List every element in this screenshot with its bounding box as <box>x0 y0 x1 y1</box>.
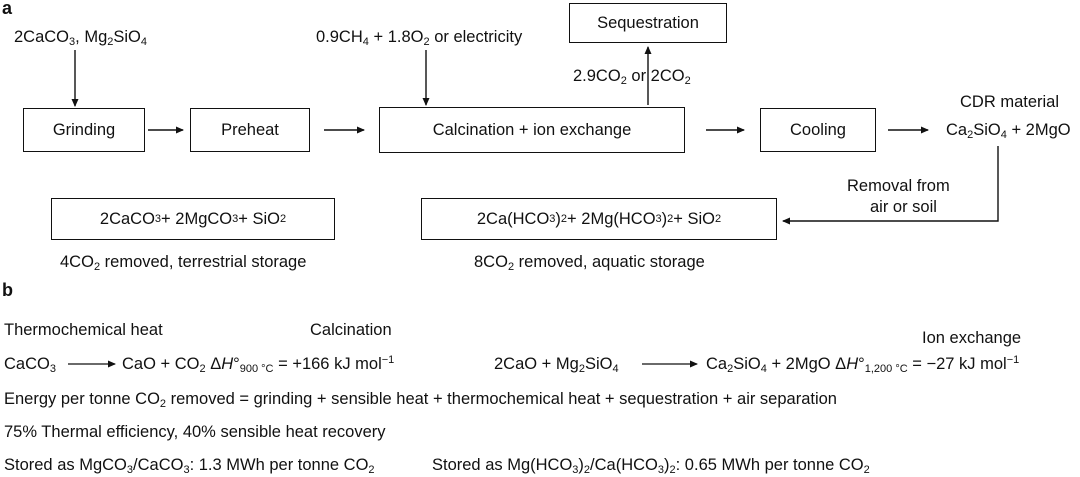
thermochemical-heat-label: Thermochemical heat <box>4 321 163 339</box>
grinding-box: Grinding <box>23 108 145 152</box>
ion-exchange-title: Ion exchange <box>922 329 1022 347</box>
efficiency-line: 75% Thermal efficiency, 40% sensible hea… <box>4 423 386 441</box>
panel-label-b: b <box>2 280 13 300</box>
stored-bicarbonate-line: Stored as Mg(HCO3)2/Ca(HCO3)2: 0.65 MWh … <box>432 456 870 476</box>
input-minerals-label: 2CaCO3, Mg2SiO4 <box>14 28 148 48</box>
removal-label-line1: Removal from <box>847 177 950 195</box>
co2-output-label: 2.9CO2 or 2CO2 <box>573 67 691 87</box>
panel-label-a: a <box>2 0 13 18</box>
arrow-cdr-to-aquatic <box>782 146 999 225</box>
ion-exchange-reactant: 2CaO + Mg2SiO4 <box>494 355 619 375</box>
preheat-box: Preheat <box>190 108 310 152</box>
terrestrial-caption: 4CO2 removed, terrestrial storage <box>60 253 307 273</box>
calcination-equation: CaO + CO2 ΔH°900 °C = +166 kJ mol−1 <box>122 354 395 375</box>
ion-exchange-equation: Ca2SiO4 + 2MgO ΔH°1,200 °C = −27 kJ mol−… <box>706 354 1020 375</box>
input-energy-label: 0.9CH4 + 1.8O2 or electricity <box>316 28 523 48</box>
energy-per-tonne-line: Energy per tonne CO2 removed = grinding … <box>4 390 837 410</box>
sequestration-box: Sequestration <box>569 3 727 43</box>
stored-carbonate-line: Stored as MgCO3/CaCO3: 1.3 MWh per tonne… <box>4 456 375 476</box>
cdr-material-formula: Ca2SiO4 + 2MgO <box>946 121 1071 141</box>
removal-label-line2: air or soil <box>870 198 937 216</box>
aquatic-caption: 8CO2 removed, aquatic storage <box>474 253 705 273</box>
calcination-title: Calcination <box>310 321 392 339</box>
calcination-reactant: CaCO3 <box>4 355 56 375</box>
cooling-box: Cooling <box>760 108 876 152</box>
cdr-material-title: CDR material <box>960 93 1060 111</box>
calcination-box: Calcination + ion exchange <box>379 107 685 153</box>
